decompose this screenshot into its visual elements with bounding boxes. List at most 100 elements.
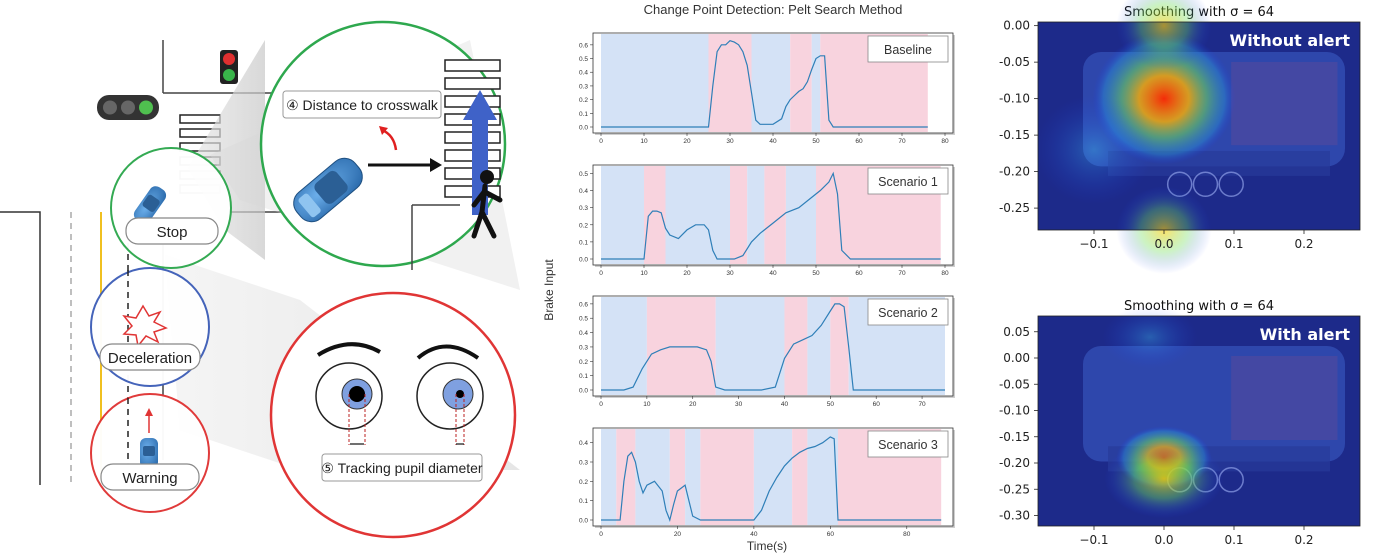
crash-icon [122, 304, 168, 348]
x-tick-label: 0.1 [1224, 533, 1243, 547]
y-tick-label: -0.15 [999, 430, 1030, 444]
x-tick-label: 40 [750, 531, 758, 538]
x-tick-label: 20 [683, 270, 691, 277]
zoom-cone-top [188, 40, 265, 260]
x-tick-label: 40 [781, 401, 789, 408]
x-tick-label: 80 [941, 270, 949, 277]
x-tick-label: 0 [599, 138, 603, 145]
segment-pink [764, 166, 786, 264]
x-tick-label: 10 [640, 138, 648, 145]
x-tick-label: 50 [812, 270, 820, 277]
segment-blue [807, 429, 838, 525]
y-tick-label: 0.1 [579, 498, 588, 505]
segment-pink [792, 429, 808, 525]
legend-label: Baseline [884, 43, 932, 57]
y-tick-label: 0.5 [579, 171, 588, 178]
y-tick-label: 0.1 [579, 111, 588, 118]
segment-pink [790, 34, 812, 132]
pedestrian-icon [471, 170, 503, 239]
segment-pink [730, 166, 748, 264]
y-tick-label: -0.10 [999, 404, 1030, 418]
brake-series-line [601, 303, 945, 391]
segment-blue [601, 429, 617, 525]
segment-blue [807, 297, 831, 395]
y-tick-label: 0.5 [579, 56, 588, 63]
x-tick-label: 0.1 [1224, 237, 1243, 251]
x-axis-label: Time(s) [747, 539, 787, 553]
warning-label: Warning [122, 470, 177, 487]
y-tick-label: 0.00 [1003, 19, 1030, 33]
distance-zoom-circle [259, 20, 507, 268]
warning-arrow-head-icon [145, 408, 153, 416]
x-tick-label: 20 [689, 401, 697, 408]
turn-arrow-head-icon [379, 126, 388, 135]
legend-box [867, 167, 949, 195]
segment-pink [816, 166, 838, 264]
eye-icon [416, 362, 484, 445]
segment-pink [784, 297, 808, 395]
traffic-light-icon [97, 95, 159, 120]
legend-box [867, 35, 949, 63]
x-tick-label: 0.0 [1154, 533, 1173, 547]
x-tick-label: 70 [918, 401, 926, 408]
y-tick-label: 0.2 [579, 359, 588, 366]
stop-circle [110, 147, 232, 269]
y-tick-label: 0.00 [1003, 351, 1030, 365]
pupil-label: ⑤ Tracking pupil diameter [321, 460, 483, 476]
y-tick-label: 0.05 [1003, 325, 1030, 339]
eyebrow-left [316, 342, 381, 357]
x-tick-label: 40 [769, 138, 777, 145]
y-tick-label: 0.0 [579, 388, 588, 395]
y-tick-label: -0.20 [999, 165, 1030, 179]
brake-series-line [601, 171, 941, 260]
y-axis-label: Brake Input [542, 259, 556, 321]
road-edge-line [0, 211, 41, 485]
x-tick-label: 60 [873, 401, 881, 408]
segment-blue [685, 429, 701, 525]
y-tick-label: 0.4 [579, 440, 588, 447]
alert-badge: With alert [1260, 325, 1351, 344]
x-tick-label: −0.1 [1079, 533, 1108, 547]
segment-blue [751, 34, 791, 132]
y-tick-label: -0.05 [999, 377, 1030, 391]
gauge-icon [1218, 171, 1244, 197]
x-tick-label: 10 [643, 401, 651, 408]
y-tick-label: 0.3 [579, 83, 588, 90]
segment-blue [753, 429, 793, 525]
x-tick-label: 60 [855, 270, 863, 277]
x-tick-label: 0 [599, 401, 603, 408]
x-tick-label: 30 [726, 270, 734, 277]
warning-label-box [100, 463, 200, 491]
x-tick-label: 20 [674, 531, 682, 538]
gauge-icon [1192, 171, 1219, 197]
car-icon [133, 186, 167, 224]
y-tick-label: -0.30 [999, 509, 1030, 523]
segment-blue [811, 34, 821, 132]
stop-label-box [125, 217, 219, 245]
chart-title: Change Point Detection: Pelt Search Meth… [644, 2, 903, 17]
y-tick-label: 0.4 [579, 70, 588, 77]
y-tick-label: 0.2 [579, 97, 588, 104]
brake-series-line [601, 40, 928, 128]
y-tick-label: -0.25 [999, 201, 1030, 215]
heatmap-frame [1037, 21, 1361, 231]
x-tick-label: −0.1 [1079, 237, 1108, 251]
y-tick-label: 0.1 [579, 239, 588, 246]
segment-pink [830, 297, 849, 395]
y-tick-label: 0.2 [579, 479, 588, 486]
x-tick-label: 80 [903, 531, 911, 538]
legend-label: Scenario 1 [878, 175, 938, 189]
x-tick-label: 50 [827, 401, 835, 408]
legend-label: Scenario 3 [878, 438, 938, 452]
y-tick-label: 0.3 [579, 344, 588, 351]
x-tick-label: 70 [898, 270, 906, 277]
attention-hotspot [1034, 94, 1154, 205]
segment-blue [665, 166, 730, 264]
y-tick-label: 0.1 [579, 373, 588, 380]
x-tick-label: 70 [898, 138, 906, 145]
y-tick-label: 0.4 [579, 188, 588, 195]
x-tick-label: 0 [599, 531, 603, 538]
